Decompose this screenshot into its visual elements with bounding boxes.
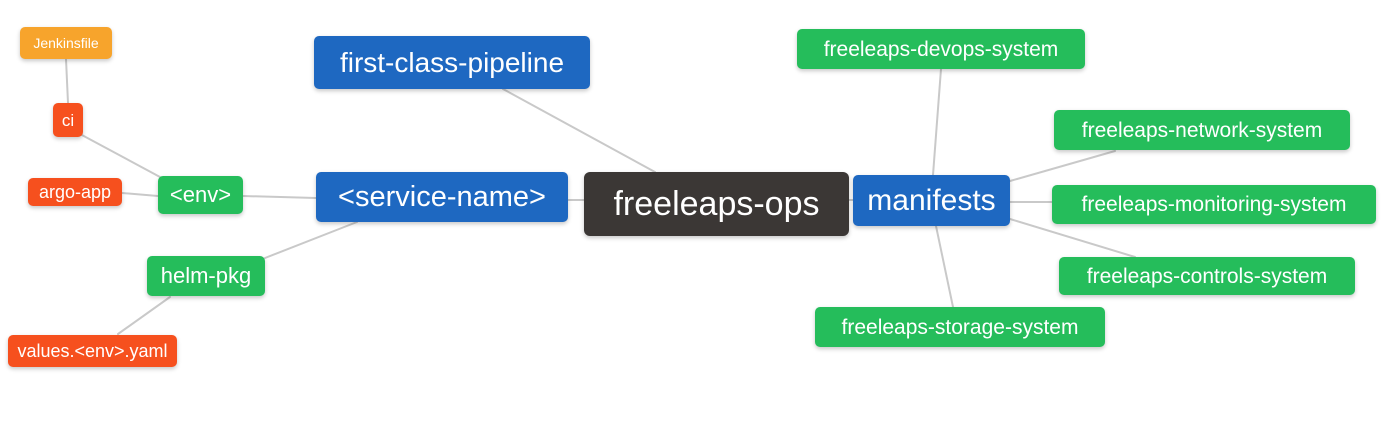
- node-values-env-yaml[interactable]: values.<env>.yaml: [8, 335, 177, 367]
- node-helm-pkg[interactable]: helm-pkg: [147, 256, 265, 296]
- node-ci[interactable]: ci: [53, 103, 83, 137]
- node-argo-app[interactable]: argo-app: [28, 178, 122, 206]
- edge-manifests-controls-system: [1009, 218, 1136, 258]
- node-manifests[interactable]: manifests: [853, 175, 1010, 226]
- edge-jenkinsfile-ci: [65, 58, 69, 104]
- edge-manifests-devops-system: [932, 68, 942, 176]
- node-network-system[interactable]: freeleaps-network-system: [1054, 110, 1350, 150]
- edge-manifests-network-system: [1009, 150, 1116, 182]
- edge-env-service-name: [242, 195, 317, 199]
- node-first-class-pipeline[interactable]: first-class-pipeline: [314, 36, 590, 89]
- edge-argo-app-env: [121, 192, 159, 197]
- node-monitoring-system[interactable]: freeleaps-monitoring-system: [1052, 185, 1376, 224]
- edge-ci-env: [79, 133, 161, 178]
- node-devops-system[interactable]: freeleaps-devops-system: [797, 29, 1085, 69]
- node-service-name[interactable]: <service-name>: [316, 172, 568, 222]
- edge-helm-pkg-service-name: [264, 221, 358, 259]
- edge-first-class-pipeline-root: [502, 88, 656, 173]
- edge-manifests-storage-system: [935, 225, 954, 308]
- node-jenkinsfile[interactable]: Jenkinsfile: [20, 27, 112, 59]
- node-env[interactable]: <env>: [158, 176, 243, 214]
- node-storage-system[interactable]: freeleaps-storage-system: [815, 307, 1105, 347]
- edge-values-helm-pkg: [117, 296, 171, 335]
- node-controls-system[interactable]: freeleaps-controls-system: [1059, 257, 1355, 295]
- node-freeleaps-ops-root[interactable]: freeleaps-ops: [584, 172, 849, 236]
